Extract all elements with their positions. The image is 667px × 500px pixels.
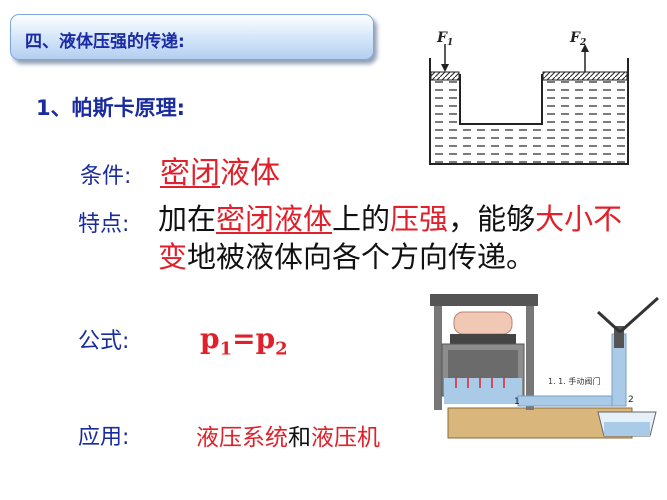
press-caption: 1. 1. 手动阀门	[548, 376, 600, 386]
application-label: 应用:	[78, 425, 130, 450]
formula-right: p	[255, 322, 276, 355]
feature-text: 加在密闭液体上的压强，能够大小不变地被液体向各个方向传递。	[158, 200, 638, 276]
section-banner: 四、液体压强的传递:	[10, 14, 374, 60]
feature-part-4: 压强	[390, 202, 449, 236]
application-connector: 和	[288, 425, 311, 451]
arrow-f1	[441, 44, 449, 72]
section-title: 四、液体压强的传递:	[25, 32, 185, 52]
pump-handle	[618, 296, 660, 334]
formula: p1=p2	[200, 322, 288, 360]
feature-part-6: 大小不变	[158, 202, 623, 274]
formula-left-sub: 1	[219, 338, 233, 360]
application-item-1: 液压系统	[196, 425, 288, 451]
small-piston	[614, 326, 624, 348]
f1-label: F1	[436, 30, 453, 48]
large-piston	[448, 350, 518, 378]
application-item-2: 液压机	[311, 425, 380, 451]
application-text: 液压系统和液压机	[196, 418, 380, 452]
condition-label: 条件:	[80, 164, 132, 189]
cylinder-liquid	[444, 378, 522, 404]
press-label-1: 1	[514, 397, 520, 407]
condition-value: 密闭液体	[160, 148, 280, 192]
f2-label: F2	[569, 30, 586, 48]
formula-eq: =	[232, 322, 256, 355]
pascal-vessel-diagram: F1 F2	[429, 30, 629, 165]
connecting-pipe	[517, 395, 623, 407]
formula-right-sub: 2	[275, 338, 288, 360]
feature-part-2: 密闭液体	[216, 202, 333, 236]
pump-lever	[596, 310, 622, 334]
vessel-liquid	[430, 80, 628, 164]
condition-rest: 液体	[220, 156, 280, 191]
hydraulic-press-diagram: 1. 1. 手动阀门 1 2	[430, 294, 660, 439]
feature-part-5: ，能够	[448, 202, 536, 236]
press-right-post	[526, 300, 534, 410]
press-left-post	[434, 300, 442, 410]
pressed-object	[453, 311, 513, 335]
feature-part-1: 加在	[158, 202, 217, 236]
feature-part-3: 上的	[332, 202, 391, 236]
arrow-f2	[581, 44, 589, 72]
formula-left: p	[200, 322, 220, 355]
feature-part-7: 地被液体向各个方向传递。	[187, 240, 536, 274]
left-piston	[430, 71, 460, 81]
pressure-arrows	[455, 378, 505, 388]
press-label-2: 2	[628, 395, 634, 405]
reservoir-liquid	[604, 422, 650, 436]
condition-underlined: 密闭	[160, 156, 220, 191]
press-plate	[450, 334, 516, 344]
vessel-wall	[429, 58, 629, 165]
feature-label: 特点:	[78, 212, 130, 237]
right-piston	[542, 71, 628, 81]
press-top-plate	[430, 294, 538, 306]
principle-heading: 1、帕斯卡原理:	[36, 96, 186, 120]
formula-label: 公式:	[78, 329, 130, 354]
